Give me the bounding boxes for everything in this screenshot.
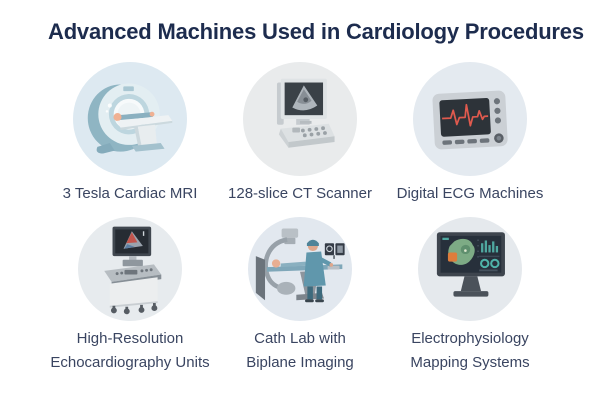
item-label-line: Mapping Systems <box>410 354 530 371</box>
item-label: 3 Tesla Cardiac MRI <box>63 182 198 206</box>
machines-row-1: 3 Tesla Cardiac MRI <box>45 62 555 206</box>
ecg-monitor-icon <box>432 90 508 150</box>
cath-lab-icon <box>255 228 345 303</box>
ct-icon-circle <box>243 62 357 176</box>
item-label-line: Echocardiography Units <box>50 354 210 371</box>
item-label-line: Electrophysiology <box>411 330 529 347</box>
item-label: Electrophysiology Mapping Systems <box>410 327 529 375</box>
cath-lab-icon-circle <box>248 217 352 321</box>
item-label: 128-slice CT Scanner <box>228 182 372 206</box>
item-ecg: Digital ECG Machines <box>385 62 555 206</box>
item-label-line: Digital ECG Machines <box>396 185 544 202</box>
item-label-line: Cath Lab with <box>254 330 346 347</box>
ep-icon-circle <box>418 217 522 321</box>
ultrasound-scanner-icon <box>276 78 335 148</box>
item-ep-mapping: Electrophysiology Mapping Systems <box>385 217 555 375</box>
item-label: Cath Lab with Biplane Imaging <box>246 327 354 375</box>
item-label: High-Resolution Echocardiography Units <box>50 327 209 375</box>
item-label-line: 128-slice CT Scanner <box>228 185 372 202</box>
machines-row-2: High-Resolution Echocardiography Units <box>45 217 555 375</box>
item-mri: 3 Tesla Cardiac MRI <box>45 62 215 206</box>
item-echocardiography: High-Resolution Echocardiography Units <box>45 217 215 375</box>
item-label: Digital ECG Machines <box>397 182 544 206</box>
ecg-icon-circle <box>413 62 527 176</box>
ep-mapping-monitor-icon <box>436 232 505 297</box>
item-cath-lab: Cath Lab with Biplane Imaging <box>215 217 385 375</box>
echo-icon-circle <box>78 217 182 321</box>
mri-machine-icon <box>87 83 173 154</box>
echocardiography-cart-icon <box>104 226 162 315</box>
item-label-line: Biplane Imaging <box>246 354 354 371</box>
item-label-line: High-Resolution <box>76 330 184 347</box>
item-label-line: 3 Tesla Cardiac MRI <box>62 185 198 202</box>
page-title: Advanced Machines Used in Cardiology Pro… <box>48 19 584 44</box>
item-ct-scanner: 128-slice CT Scanner <box>215 62 385 206</box>
mri-icon-circle <box>73 62 187 176</box>
